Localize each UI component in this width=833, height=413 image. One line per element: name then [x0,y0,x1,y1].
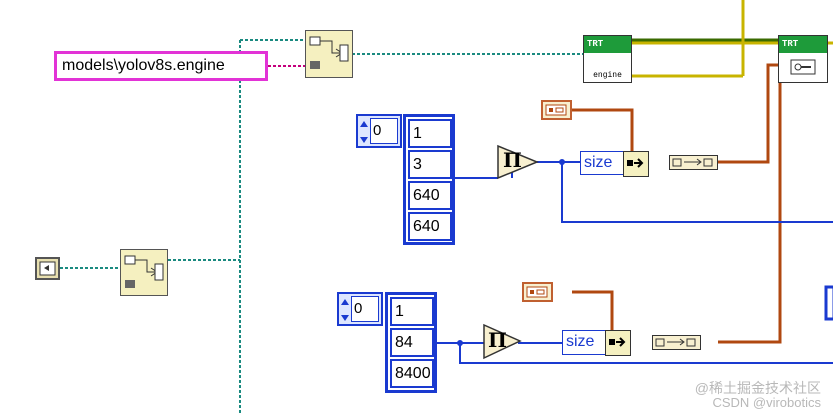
size-property-node-1[interactable]: size [580,151,649,177]
cluster-constant-icon [39,261,56,276]
output-shape-cell[interactable]: 84 [390,328,434,357]
refnum-constant-1[interactable] [541,100,572,120]
input-shape-cell[interactable]: 640 [408,181,452,210]
trt-engine-node[interactable]: TRT engine [583,35,632,83]
top-wires [632,0,833,78]
trt-property-node[interactable]: TRT [778,35,828,83]
cast-icon [655,338,696,347]
bundle-icon [309,36,349,69]
trt-engine-label: engine [593,71,622,80]
refnum-constant-2[interactable] [522,282,553,302]
input-shape-index-value[interactable]: 0 [370,118,398,144]
cast-node-1[interactable] [669,155,718,170]
engine-path-constant[interactable]: models\yolov8s.engine [54,51,268,81]
input-shape-index: 0 [356,114,402,148]
output-shape-index: 0 [337,292,383,326]
trt-engine-header: TRT [584,36,631,53]
watermark-line-2: CSDN @virobotics [712,395,821,410]
input-shape-array[interactable]: 1 3 640 640 [403,114,455,245]
trt-engine-title: TRT [587,39,604,49]
trt-property-header: TRT [779,36,827,53]
size-property-label: size [566,333,595,350]
offscreen-node [824,285,833,321]
cluster-wires [60,39,583,413]
multiply-triangle-2 [483,323,522,360]
output-shape-cell[interactable]: 8400 [390,359,434,388]
multiply-array-symbol-1: Π [503,148,522,172]
refnum-icon [526,286,548,298]
wrench-icon [790,59,816,75]
index-spinner-icon[interactable] [340,296,350,324]
error-cluster-constant[interactable] [35,257,60,280]
property-write-icon [623,151,649,177]
output-shape-cell[interactable]: 1 [390,297,434,326]
trt-property-title: TRT [782,39,799,49]
input-shape-cell[interactable]: 1 [408,119,452,148]
multiply-triangle-1 [497,144,539,180]
index-spinner-icon[interactable] [359,118,369,146]
bundle-icon-2 [124,255,164,288]
size-property-label: size [584,154,613,171]
multiply-array-symbol-2: Π [488,328,507,352]
refnum-wires [572,63,782,344]
input-shape-cell[interactable]: 3 [408,150,452,179]
size-property-node-2[interactable]: size [562,330,631,356]
cluster-node-2[interactable] [120,249,168,296]
watermark-line-1: @稀土掘金技术社区 [694,380,821,396]
refnum-icon [545,104,567,116]
property-write-icon [605,330,631,356]
engine-path-text: models\yolov8s.engine [62,57,225,74]
cast-node-2[interactable] [652,335,701,350]
output-shape-index-value[interactable]: 0 [351,296,379,322]
numeric-wires [436,161,833,364]
bundle-by-name-node[interactable] [305,30,353,78]
output-shape-array[interactable]: 1 84 8400 [385,292,437,393]
input-shape-cell[interactable]: 640 [408,212,452,241]
cast-icon [672,158,713,167]
